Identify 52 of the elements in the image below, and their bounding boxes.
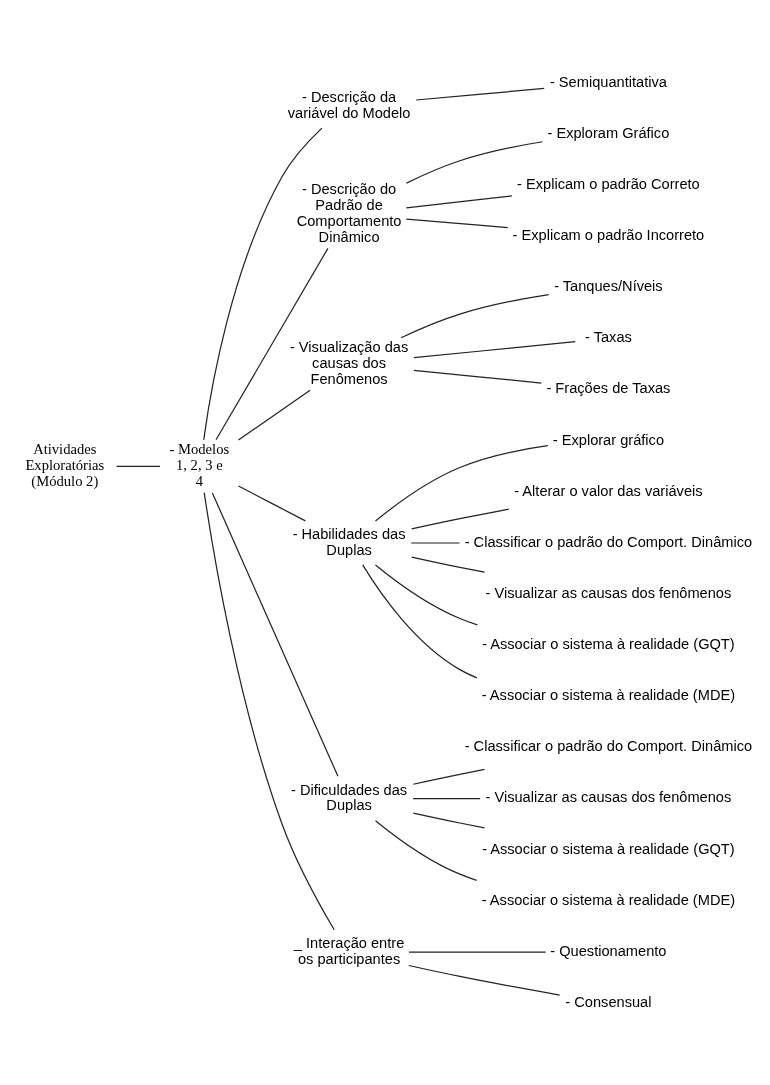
connector bbox=[408, 950, 547, 953]
connector bbox=[413, 340, 576, 358]
node-text: - Alterar o valor das variáveis bbox=[514, 482, 703, 499]
connector bbox=[362, 563, 478, 678]
node-text: - Frações de Taxas bbox=[546, 379, 671, 396]
connector bbox=[237, 484, 306, 521]
connector bbox=[405, 217, 509, 228]
node-text: - Explicam o padrão Incorreto bbox=[512, 226, 705, 243]
node-text: - Semiquantitativa bbox=[549, 73, 667, 90]
node-text: - Associar o sistema à realidade (MDE) bbox=[481, 891, 736, 908]
connector bbox=[203, 491, 335, 930]
connector bbox=[116, 465, 161, 467]
connector bbox=[412, 797, 481, 799]
connector bbox=[374, 563, 478, 625]
node-text: - Descrição da variável do Modelo bbox=[287, 88, 411, 121]
node-text: - Questionamento bbox=[550, 942, 667, 959]
node-text: - Visualização das causas dos Fenômenos bbox=[289, 338, 409, 387]
node-text: - Consensual bbox=[565, 993, 652, 1010]
node-text: - Associar o sistema à realidade (MDE) bbox=[481, 686, 736, 703]
node-text: - Tanques/Níveis bbox=[554, 277, 663, 294]
connector bbox=[408, 964, 561, 996]
node-text: - Habilidades das Duplas bbox=[292, 525, 406, 558]
connector bbox=[374, 444, 549, 522]
connector bbox=[412, 812, 486, 828]
connector bbox=[405, 194, 513, 208]
connector bbox=[413, 369, 542, 384]
node-text: - Explorar gráfico bbox=[552, 431, 665, 447]
node-text: - Associar o sistema à realidade (GQT) bbox=[482, 635, 735, 652]
connector bbox=[415, 87, 545, 101]
node-text: - Explicam o padrão Correto bbox=[517, 175, 700, 192]
connector bbox=[211, 491, 339, 777]
node-text: - Visualizar as causas dos fenômenos bbox=[485, 788, 732, 805]
node-text: _ Interação entre os participantes bbox=[293, 934, 405, 967]
node-text: - Dificuldades das Duplas bbox=[291, 781, 408, 813]
connector bbox=[411, 508, 510, 530]
connector bbox=[215, 247, 329, 440]
node-text: - Classificar o padrão do Comport. Dinâmico bbox=[464, 737, 753, 754]
connector bbox=[411, 555, 486, 573]
node-text: - Classificar o padrão do Comport. Dinâmico bbox=[464, 533, 753, 550]
node-text: - Modelos 1, 2, 3 e 4 bbox=[169, 440, 230, 489]
node-text: - Descrição do Padrão de Comportamento Dinâmico bbox=[296, 180, 402, 245]
node-text: - Visualizar as causas dos fenômenos bbox=[485, 584, 732, 601]
node-text: - Taxas bbox=[585, 328, 632, 345]
connector bbox=[374, 819, 478, 881]
connector bbox=[400, 293, 550, 338]
node-text: Atividades Exploratórias (Módulo 2) bbox=[25, 440, 105, 489]
connector bbox=[405, 140, 544, 184]
connector bbox=[237, 389, 311, 441]
node-text: - Exploram Gráfico bbox=[547, 124, 670, 141]
connector bbox=[203, 127, 323, 441]
node-text: - Associar o sistema à realidade (GQT) bbox=[482, 840, 735, 857]
connector bbox=[412, 768, 486, 785]
